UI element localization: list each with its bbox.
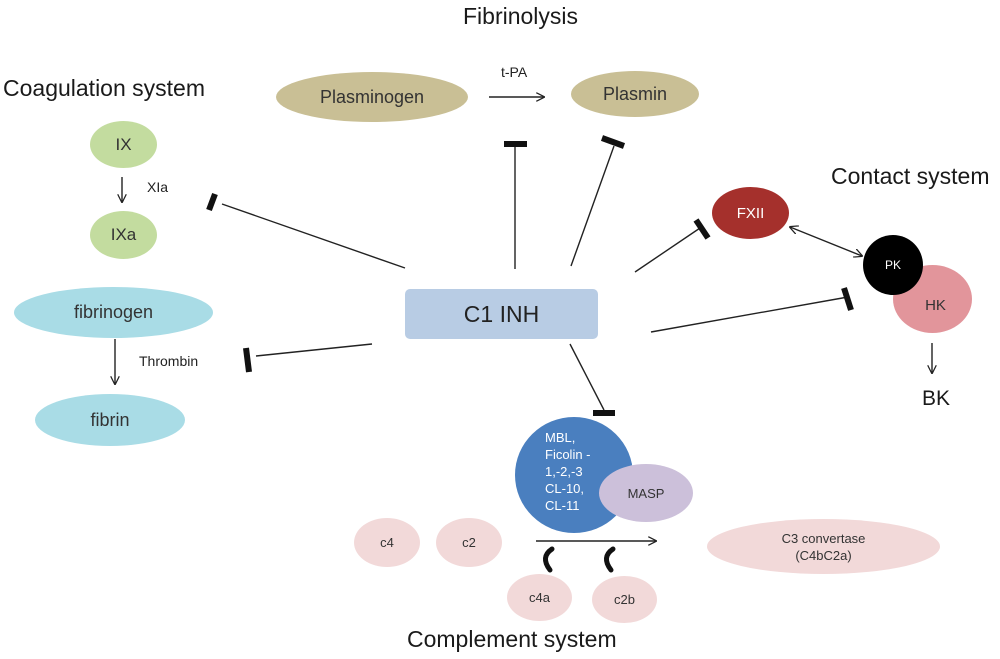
cleavage-hook-c2b: [604, 546, 616, 573]
inhibition-line-fxii: [634, 225, 704, 273]
plasminogen-label: Plasminogen: [319, 86, 425, 107]
fibrinogen-label: fibrinogen: [73, 302, 154, 322]
plasminogen-node: Plasminogen: [276, 72, 468, 122]
heading-coagulation-system: Coagulation system: [3, 75, 205, 101]
thrombin-label: Thrombin: [139, 353, 199, 369]
inhibition-line-complement: [569, 343, 605, 411]
c2-node: c2: [436, 518, 502, 567]
hk-label: HK: [925, 296, 946, 314]
fxii-node: FXII: [712, 187, 789, 239]
c2b-node: c2b: [592, 576, 657, 623]
c4a-node: c4a: [507, 574, 572, 621]
pk-label: PK: [884, 258, 901, 272]
inhibition-bar-plasmin: [600, 135, 626, 149]
fibrinogen-node: fibrinogen: [14, 287, 213, 338]
c4-node: c4: [354, 518, 420, 567]
c1-inh-label: C1 INH: [463, 300, 540, 327]
inhibition-bar-fxii: [693, 218, 711, 240]
ficolin-number-line: 1,-2,-3: [545, 464, 583, 479]
c4a-label: c4a: [529, 590, 550, 605]
c2-label: c2: [462, 535, 476, 550]
ixa-node: IXa: [90, 211, 157, 259]
cl-11-line: CL-11: [545, 498, 580, 513]
fxii-label: FXII: [736, 204, 765, 222]
inhibition-bar-coagulation-ix: [206, 192, 218, 212]
cleavage-hook-c4a: [543, 546, 555, 573]
heading-contact-system: Contact system: [831, 163, 990, 189]
inhibition-line-coagulation-fibrin: [255, 343, 373, 357]
inhibition-bar-pk: [841, 287, 854, 311]
pk-node: PK: [863, 235, 923, 295]
c1-inh-box: C1 INH: [405, 289, 598, 339]
c3-convertase-node: C3 convertase (C4bC2a): [707, 519, 940, 574]
hk-node: HK: [893, 265, 972, 333]
ix-node: IX: [90, 121, 157, 168]
inhibition-line-coagulation-ix: [221, 203, 406, 269]
ixa-label: IXa: [110, 225, 137, 244]
heading-complement-system: Complement system: [407, 626, 617, 652]
fibrin-label: fibrin: [90, 409, 130, 430]
arrow-fxii-pk-bidirectional: [790, 227, 862, 256]
inhibition-bar-coagulation-fibrin: [243, 347, 252, 373]
c4bc2a-label: (C4bC2a): [795, 547, 852, 563]
fibrin-node: fibrin: [35, 394, 185, 446]
masp-node: MASP: [599, 464, 693, 522]
masp-label: MASP: [627, 485, 665, 501]
plasmin-label: Plasmin: [602, 83, 668, 104]
heading-fibrinolysis: Fibrinolysis: [463, 3, 579, 29]
plasmin-node: Plasmin: [571, 71, 699, 117]
ficolin-line: Ficolin -: [545, 447, 591, 462]
c4-label: c4: [380, 535, 394, 550]
mbl-line: MBL,: [545, 430, 576, 445]
inhibition-line-pk: [650, 296, 849, 333]
ix-label: IX: [115, 134, 132, 154]
mbl-text: MBL, Ficolin - 1,-2,-3 CL-10, CL-11: [545, 429, 591, 514]
cl-10-line: CL-10,: [545, 481, 585, 496]
xia-label: XIa: [147, 179, 169, 195]
c2b-label: c2b: [614, 592, 635, 607]
c3-convertase-label: C3 convertase: [781, 530, 866, 546]
bk-label: BK: [922, 387, 951, 410]
t-pa-label: t-PA: [501, 64, 528, 80]
inhibition-line-plasmin: [570, 145, 615, 267]
